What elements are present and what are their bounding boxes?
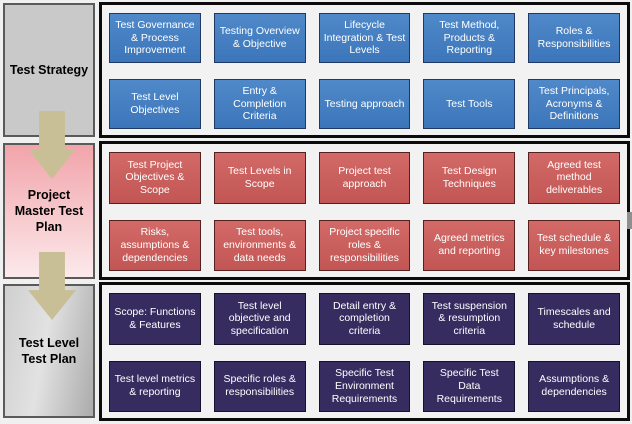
master-plan-box: Test schedule & key milestones (528, 219, 620, 271)
strategy-box: Test Principals, Acronyms & Definitions (528, 79, 620, 129)
master-plan-box: Risks, assumptions & dependencies (109, 219, 201, 271)
project-master-test-plan-label: Project Master Test Plan (3, 143, 95, 279)
level-plan-box: Timescales and schedule (528, 293, 620, 345)
level-plan-box: Test level objective and specification (213, 293, 306, 345)
level-plan-box: Detail entry & completion criteria (318, 293, 411, 345)
strategy-box: Lifecycle Integration & Test Levels (318, 13, 411, 63)
level-plan-box: Specific Test Data Requirements (423, 360, 516, 412)
master-plan-box: Test tools, environments & data needs (213, 219, 306, 271)
test-strategy-label-text: Test Strategy (9, 62, 89, 77)
test-strategy-box-grid: Test Governance & Process Improvement Te… (99, 2, 630, 138)
strategy-box: Entry & Completion Criteria (213, 79, 306, 129)
level-plan-box: Specific roles & responsibilities (213, 360, 306, 412)
level-plan-box: Specific Test Environment Requirements (318, 360, 411, 412)
strategy-box: Testing Overview & Objective (213, 13, 306, 63)
test-level-test-plan-label-text: Test Level Test Plan (18, 335, 80, 366)
strategy-box: Test Level Objectives (109, 79, 201, 129)
test-level-box-grid: Scope: Functions & Features Test level o… (99, 282, 630, 421)
master-plan-box: Test Levels in Scope (213, 152, 306, 204)
strategy-box: Roles & Responsibilities (528, 13, 620, 63)
master-plan-box: Agreed test method deliverables (528, 152, 620, 204)
project-master-test-plan-label-text: Project Master Test Plan (14, 187, 84, 235)
master-plan-box: Test Design Techniques (423, 152, 516, 204)
master-plan-box: Project specific roles & responsibilitie… (318, 219, 411, 271)
level-plan-box: Test level metrics & reporting (109, 360, 201, 412)
strategy-box: Test Method, Products & Reporting (423, 13, 516, 63)
level-plan-box: Assumptions & dependencies (528, 360, 620, 412)
strategy-box: Test Tools (423, 79, 516, 129)
strategy-box: Test Governance & Process Improvement (109, 13, 201, 63)
level-plan-box: Test suspension & resumption criteria (423, 293, 516, 345)
master-plan-box: Test Project Objectives & Scope (109, 152, 201, 204)
master-plan-box: Agreed metrics and reporting (423, 219, 516, 271)
right-edge-fragment (627, 212, 632, 229)
master-plan-box: Project test approach (318, 152, 411, 204)
strategy-box: Testing approach (318, 79, 411, 129)
level-plan-box: Scope: Functions & Features (109, 293, 201, 345)
project-master-box-grid: Test Project Objectives & Scope Test Lev… (99, 141, 630, 280)
